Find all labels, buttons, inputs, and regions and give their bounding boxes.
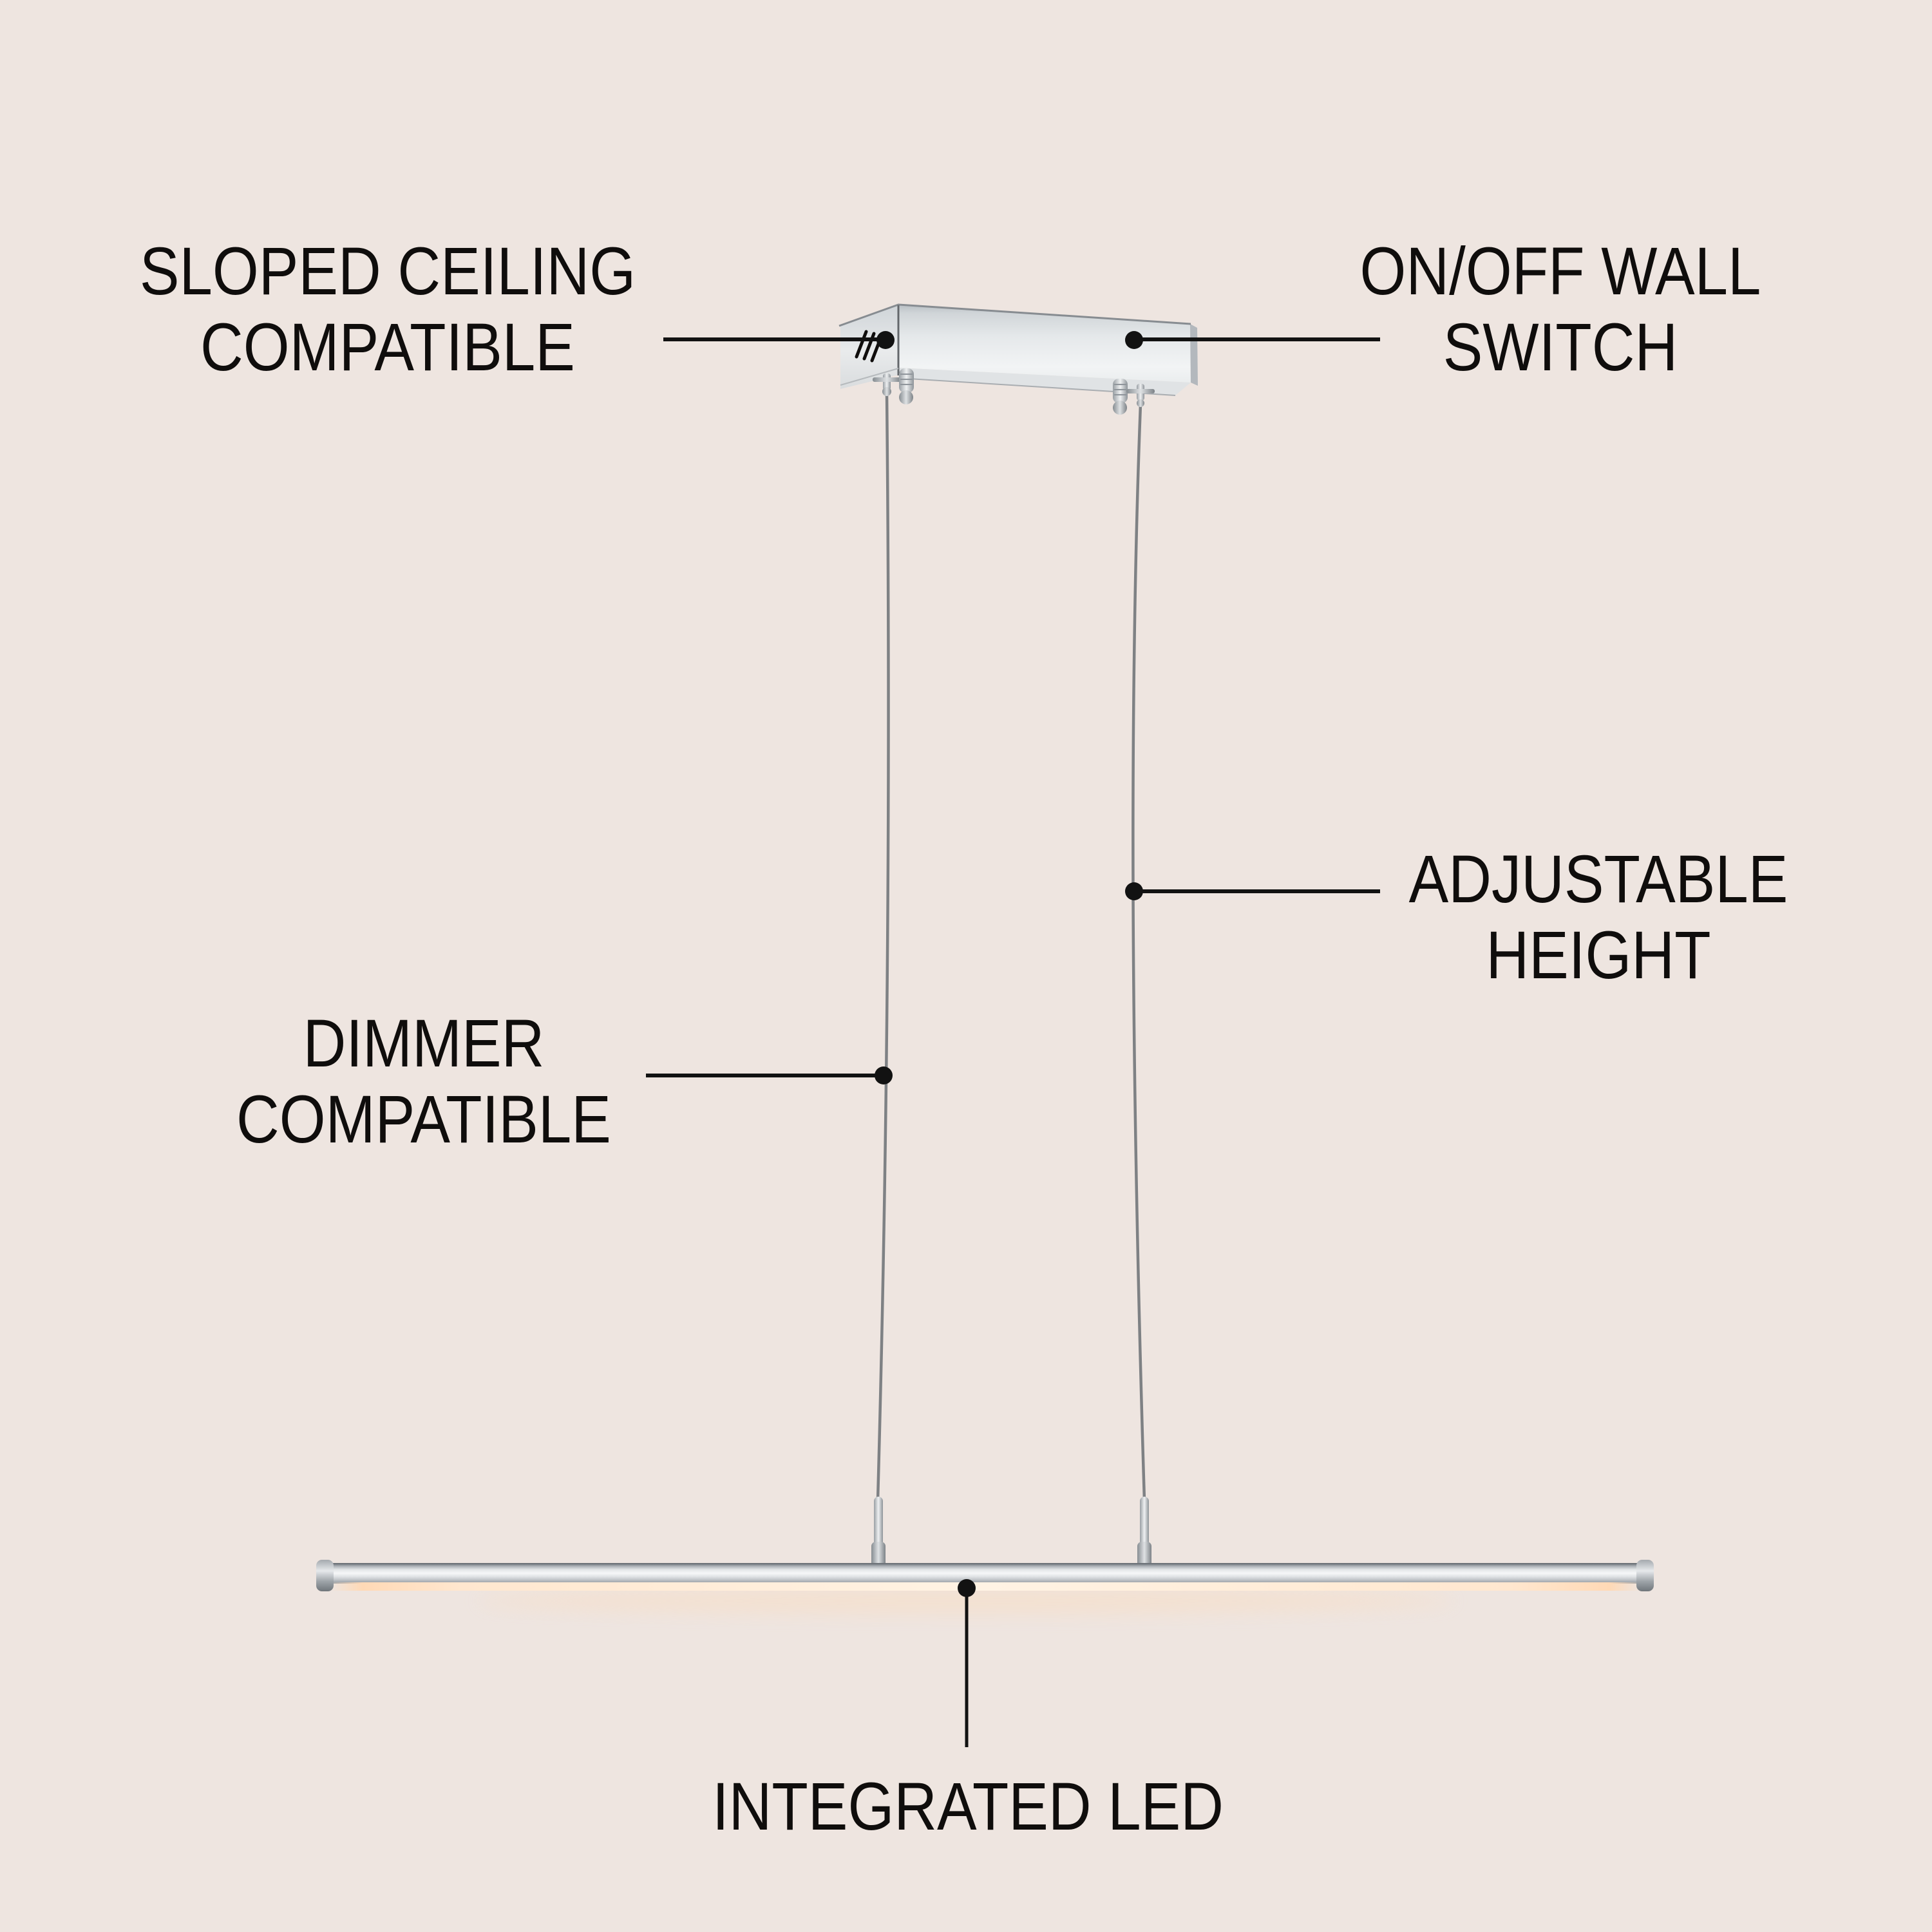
cable-lock-tip-left	[882, 387, 891, 396]
label-adjustable-height: ADJUSTABLE HEIGHT	[1258, 842, 1932, 994]
canopy-top-edge	[838, 303, 1191, 327]
callout-dot-integrated-led	[958, 1579, 976, 1597]
label-adjustable-height-line1: ADJUSTABLE	[1408, 842, 1788, 917]
bar-end-cap-left	[316, 1560, 334, 1591]
cable-fittings	[873, 368, 1155, 415]
light-bar-body	[319, 1563, 1653, 1584]
label-sloped-ceiling: SLOPED CEILING COMPATIBLE	[48, 234, 728, 386]
label-wall-switch-line2: SWITCH	[1443, 310, 1678, 385]
callout-dot-dimmer	[875, 1066, 893, 1084]
cable-lock-crossbar-right	[1126, 389, 1155, 393]
label-sloped-ceiling-line1: SLOPED CEILING	[139, 234, 636, 309]
adjuster-ridges-left	[900, 374, 913, 385]
cable-adjuster-left	[899, 368, 914, 393]
callout-dot-wall-switch	[1125, 331, 1143, 349]
adjuster-ball-left	[899, 390, 913, 404]
label-integrated-led-line1: INTEGRATED LED	[712, 1769, 1224, 1844]
suspension-cable-left	[876, 392, 890, 1501]
callout-dot-sloped-ceiling	[876, 331, 895, 349]
callout-lines	[646, 337, 1380, 1747]
callout-dot-adjustable-height	[1125, 882, 1143, 900]
label-sloped-ceiling-line2: COMPATIBLE	[200, 310, 575, 385]
led-light-bar	[316, 1560, 1654, 1614]
label-integrated-led: INTEGRATED LED	[628, 1769, 1308, 1845]
stem-collar-right	[1137, 1542, 1151, 1567]
cable-lock-crossbar-left	[873, 377, 901, 382]
stem-connectors	[871, 1497, 1151, 1567]
cable-lock-tip-right	[1137, 399, 1144, 407]
led-glow-strip	[330, 1582, 1642, 1591]
stem-collar-left	[871, 1542, 886, 1567]
cable-adjuster-right	[1113, 379, 1128, 403]
label-dimmer: DIMMER COMPATIBLE	[84, 1006, 764, 1158]
adjuster-ridges-right	[1114, 384, 1126, 395]
label-dimmer-line2: COMPATIBLE	[236, 1082, 611, 1157]
bar-end-cap-right	[1636, 1560, 1654, 1591]
adjuster-ball-right	[1113, 401, 1127, 415]
label-wall-switch: ON/OFF WALL SWITCH	[1220, 234, 1900, 386]
canopy-front-face	[898, 305, 1191, 383]
canopy-right-edge	[1190, 324, 1198, 386]
label-wall-switch-line1: ON/OFF WALL	[1359, 234, 1761, 309]
suspension-cable-right	[1132, 404, 1146, 1501]
label-dimmer-line1: DIMMER	[303, 1006, 545, 1081]
canopy-left-bottom-edge	[840, 368, 899, 386]
callout-dots	[875, 331, 1143, 1597]
label-adjustable-height-line2: HEIGHT	[1486, 918, 1711, 993]
